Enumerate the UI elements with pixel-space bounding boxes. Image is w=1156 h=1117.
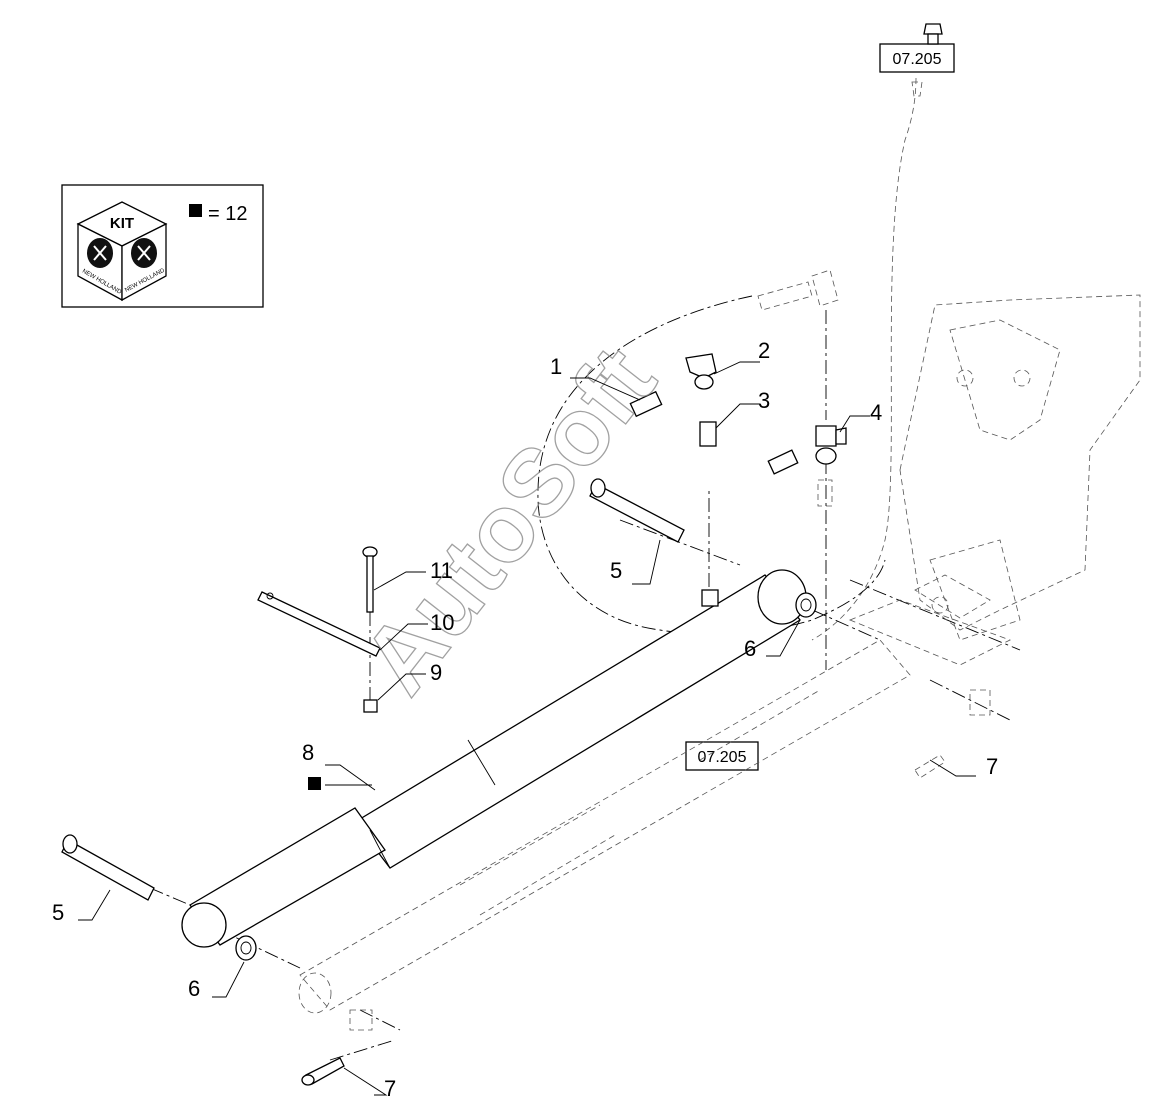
kit-legend: KIT NEW HOLLAND NEW HOLLAND = 12	[61, 184, 264, 308]
ghost-upper-fittings	[757, 81, 923, 507]
loader-frame-ghost	[848, 294, 1141, 779]
hydraulic-cylinder	[181, 569, 807, 948]
callout-8: 8	[302, 740, 314, 765]
callout-5-upper: 5	[610, 558, 622, 583]
callout-7-lower: 7	[384, 1076, 396, 1101]
svg-text:07.205: 07.205	[893, 51, 942, 68]
callout-6-upper: 6	[744, 636, 756, 661]
elbow-fitting	[685, 353, 717, 390]
hydraulic-hose	[604, 390, 799, 490]
cotter-pin-lower	[301, 1057, 345, 1086]
callout-leaders	[78, 361, 976, 1096]
reference-box-mid: 07.205	[685, 741, 759, 771]
kit-equals-text: = 12	[208, 203, 247, 225]
ghost-long-hose	[811, 77, 917, 641]
black-square-icon	[189, 204, 202, 217]
nut	[363, 699, 378, 713]
svg-text:07.205: 07.205	[698, 749, 747, 766]
kit-label: KIT	[110, 215, 134, 232]
reference-box-top: 07.205	[879, 43, 955, 73]
pivot-pin-upper	[589, 478, 685, 543]
straight-fitting	[699, 421, 717, 447]
callout-9: 9	[430, 660, 442, 685]
top-breather-fitting	[923, 23, 943, 45]
callout-7-upper: 7	[986, 754, 998, 779]
callout-6-lower: 6	[188, 976, 200, 1001]
callout-11: 11	[430, 558, 453, 583]
ghost-second-cylinder	[298, 639, 911, 1031]
hose-bracket	[257, 591, 381, 657]
bolt	[362, 546, 378, 613]
washer-lower	[235, 935, 257, 961]
kit-marker-square-icon	[308, 777, 321, 790]
watermark-text: AutoSoft	[342, 328, 676, 713]
tee-fitting	[815, 425, 847, 465]
kit-box-icon: KIT NEW HOLLAND NEW HOLLAND	[76, 201, 168, 302]
washer-upper	[795, 592, 817, 618]
callout-5-lower: 5	[52, 900, 64, 925]
callout-2: 2	[758, 338, 770, 363]
callout-4: 4	[870, 400, 882, 425]
callout-3: 3	[758, 388, 770, 413]
pivot-pin-lower	[61, 834, 155, 901]
callout-10: 10	[430, 610, 454, 635]
callout-1: 1	[550, 354, 562, 379]
